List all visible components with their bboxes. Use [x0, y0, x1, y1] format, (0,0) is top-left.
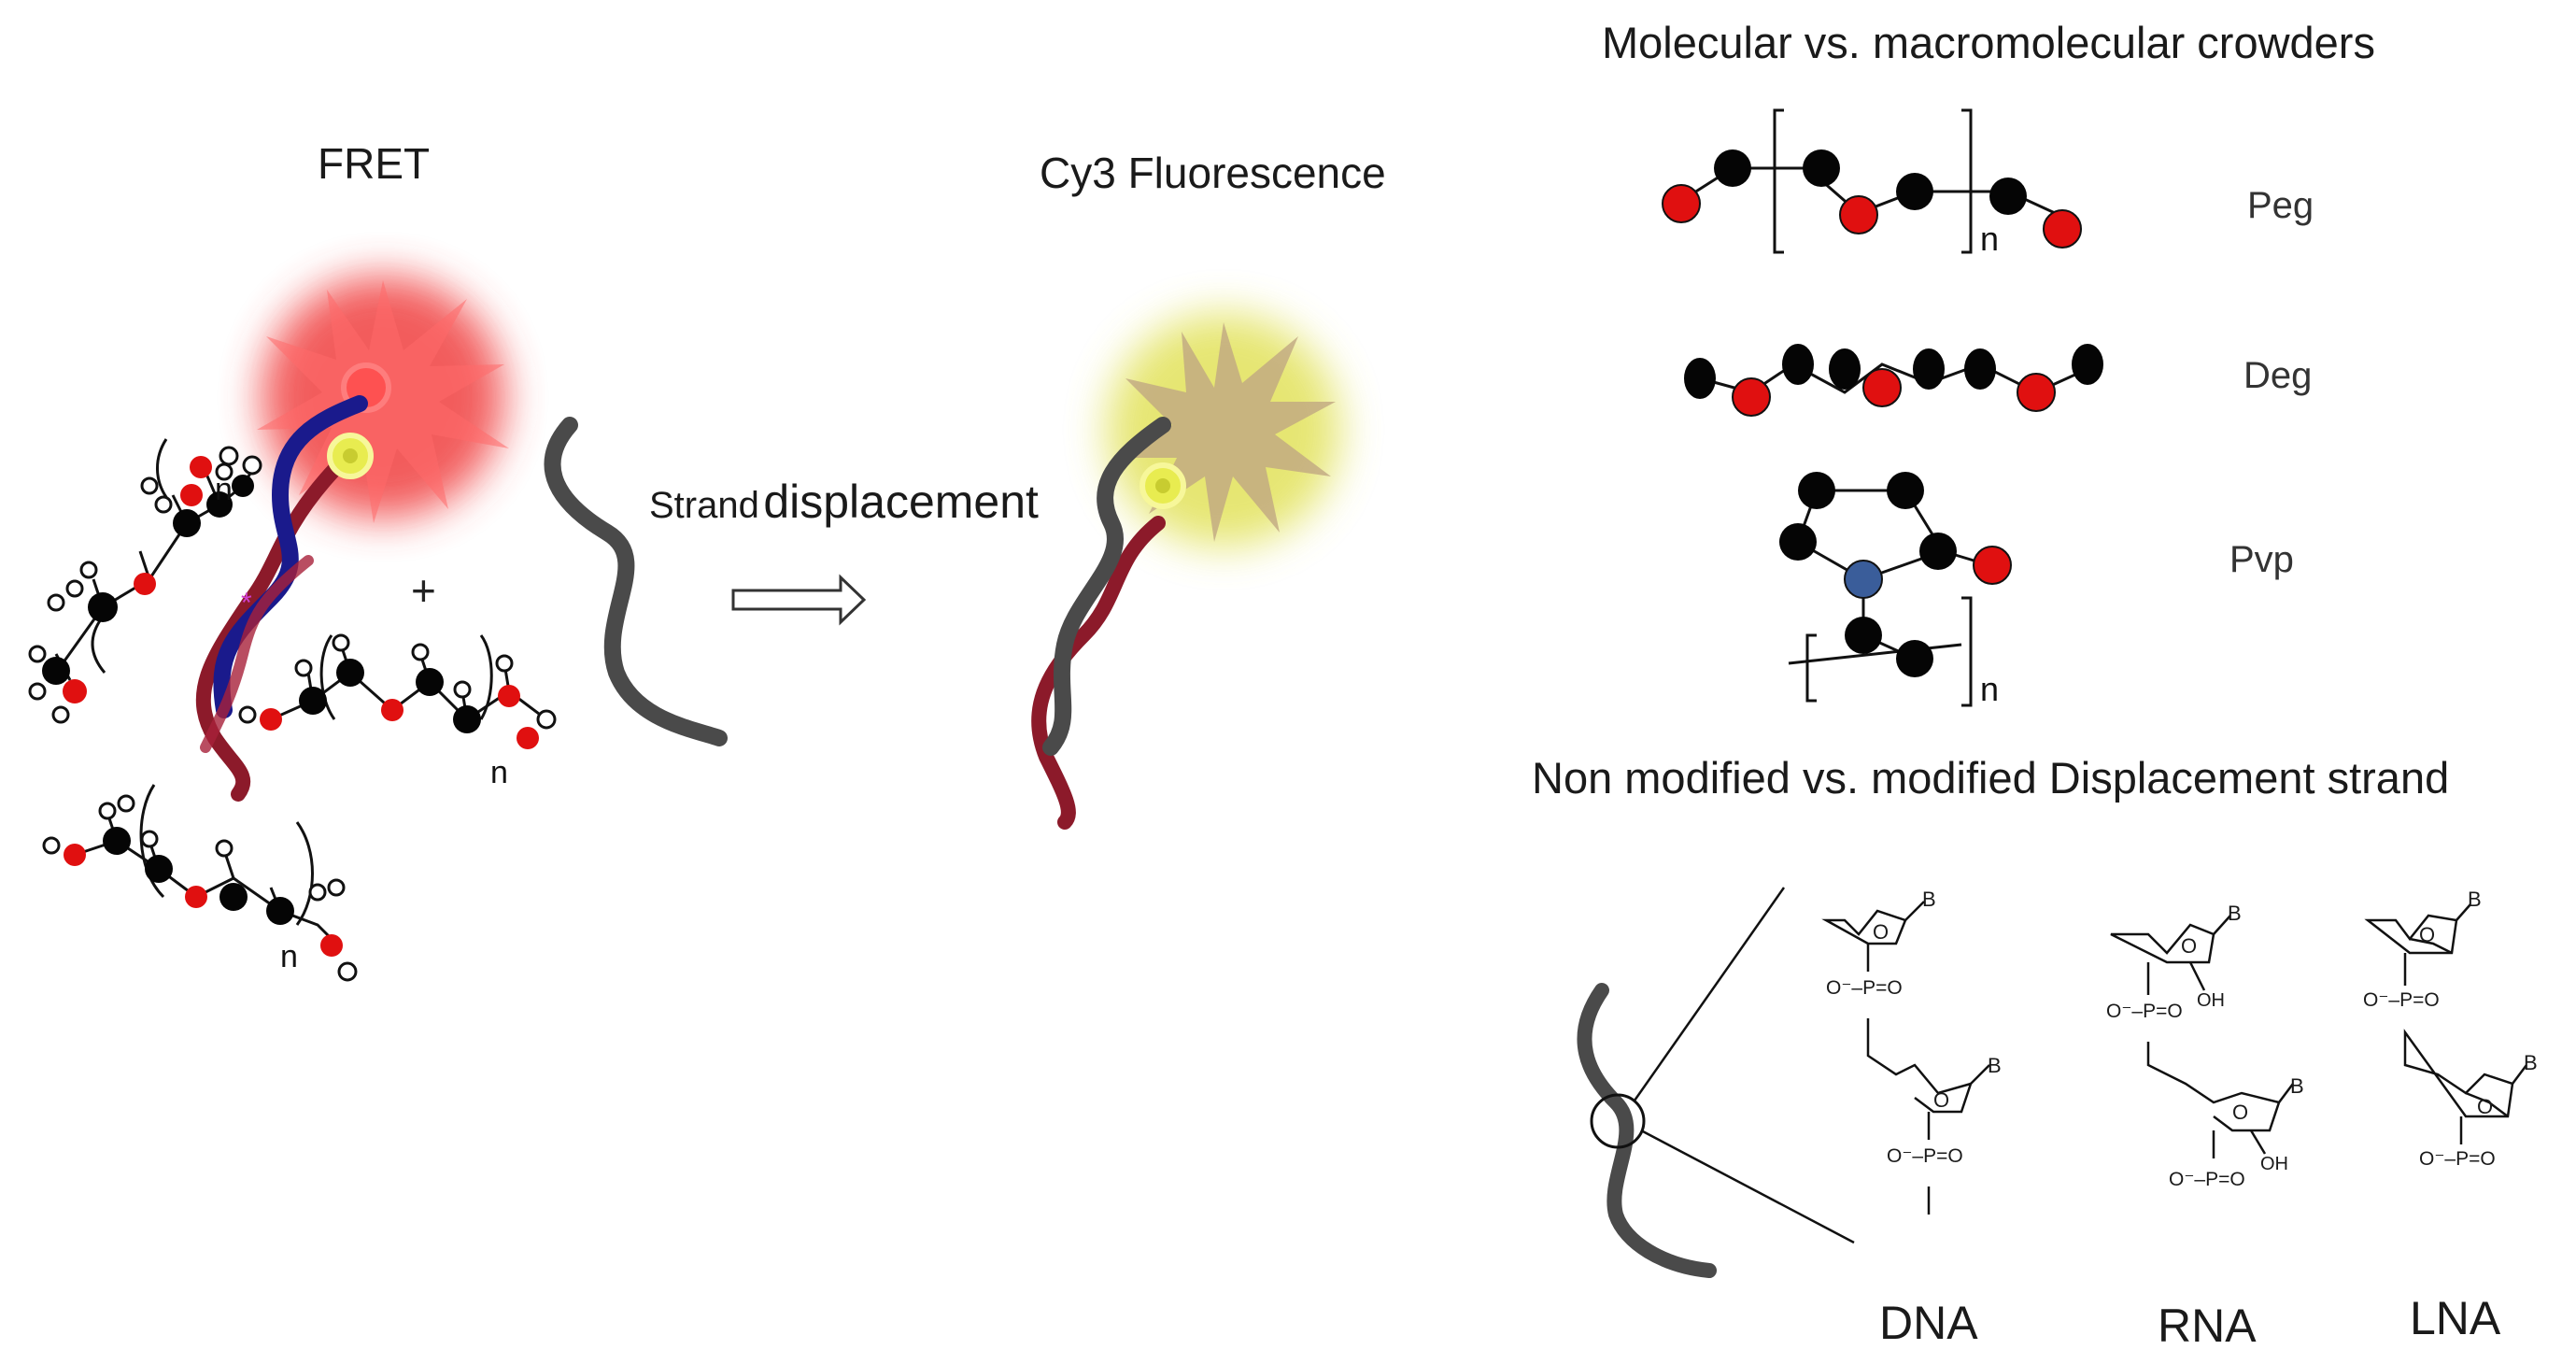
crowders-heading: Molecular vs. macromolecular crowders: [1602, 18, 2375, 67]
rna-phosphate-1: O⁻–P=O: [2106, 1001, 2183, 1022]
rna-base-b: B: [2228, 902, 2242, 925]
cy3-emission-glow: [1107, 313, 1340, 547]
n-subscript-lower: n: [280, 939, 298, 974]
rna-oh-2: OH: [2260, 1154, 2288, 1174]
n-subscript-upper: n: [215, 472, 233, 507]
peg-upper-atoms: [28, 446, 262, 724]
rna-ring-o-2: O: [2232, 1101, 2249, 1124]
displacement-strand-heading: Non modified vs. modified Displacement s…: [1532, 753, 2450, 803]
donor-strand: [213, 395, 368, 718]
dna-phosphate-1: O⁻–P=O: [1826, 977, 1903, 999]
strand-word: Strand: [649, 485, 759, 526]
dna-label: DNA: [1879, 1297, 1978, 1349]
lna-base-b-2: B: [2524, 1051, 2538, 1074]
target-strand-duplex: [1031, 516, 1166, 830]
zoom-circle: [1590, 1093, 1646, 1149]
deg-structure: [1684, 344, 2103, 417]
rna-ring-o: O: [2181, 934, 2198, 958]
dna-base-b: B: [1922, 888, 1936, 911]
rna-label: RNA: [2158, 1300, 2257, 1352]
strand-displacement-label: Strand displacement: [649, 475, 1039, 529]
deg-label: Deg: [2243, 355, 2313, 396]
lna-phosphate-1: O⁻–P=O: [2363, 989, 2440, 1011]
pvp-n: n: [1980, 670, 1999, 708]
lna-ring-o: O: [2419, 923, 2436, 946]
fret-emission-glow: [257, 276, 509, 523]
lna-base-b: B: [2468, 888, 2482, 911]
peg-lower-atoms: [42, 794, 358, 982]
svg-text:*: *: [241, 588, 252, 618]
peg-label: Peg: [2247, 185, 2314, 226]
lna-ring-o-2: O: [2477, 1095, 2494, 1118]
rna-base-b-2: B: [2290, 1074, 2304, 1098]
cy3-fluorescence-heading: Cy3 Fluorescence: [1040, 149, 1386, 197]
lna-structure: [2364, 903, 2527, 1144]
free-displacement-strand: [544, 417, 728, 746]
fret-duplex: *: [195, 395, 374, 802]
n-subscript-middle: n: [490, 755, 508, 790]
dna-ring-o: O: [1873, 920, 1890, 944]
target-strand-right: [200, 555, 314, 753]
lna-label: LNA: [2410, 1292, 2501, 1344]
dna-phosphate-2: O⁻–P=O: [1887, 1145, 1963, 1167]
displacer-strand-duplex: [1042, 417, 1171, 756]
peg-n: n: [1980, 220, 1999, 258]
lna-phosphate-2: O⁻–P=O: [2419, 1148, 2496, 1170]
cy3-duplex: [1031, 417, 1186, 830]
displacement-strand-zoom: [1577, 887, 1855, 1278]
peg-structure: [1662, 108, 2082, 254]
plus-sign: +: [411, 566, 436, 615]
dna-structure: [1821, 901, 1990, 1215]
rna-structure: [2110, 915, 2294, 1158]
process-arrow: [731, 574, 867, 626]
dna-base-b-2: B: [1988, 1054, 2002, 1077]
rna-phosphate-2: O⁻–P=O: [2169, 1169, 2245, 1190]
peg-middle-atoms: [238, 633, 557, 749]
pvp-structure: [1779, 472, 2012, 707]
fret-heading: FRET: [318, 139, 431, 188]
displacement-word: displacement: [763, 476, 1039, 528]
dna-ring-o-2: O: [1933, 1088, 1950, 1112]
pvp-label: Pvp: [2229, 539, 2294, 580]
rna-oh-1: OH: [2197, 990, 2225, 1011]
